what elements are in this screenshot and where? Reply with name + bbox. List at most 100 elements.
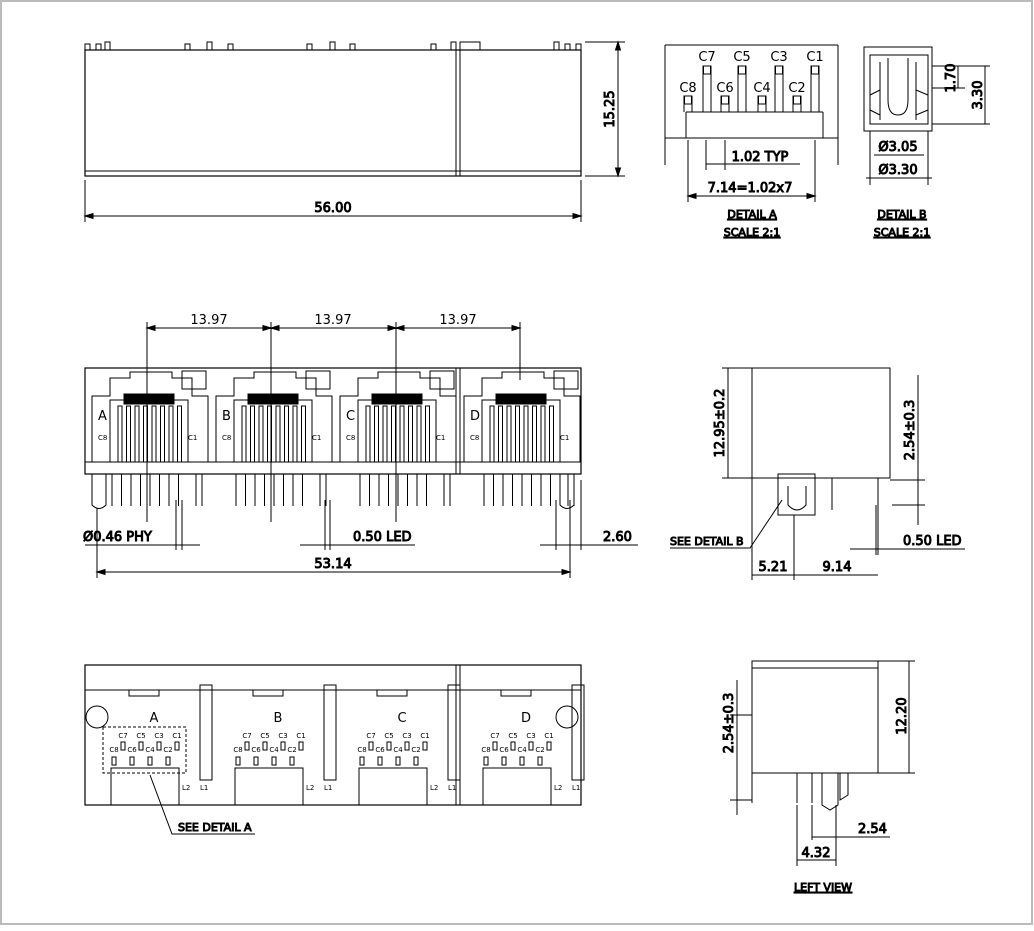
bottom-tab	[252, 690, 284, 697]
brand-band	[495, 393, 547, 405]
edge-offset-label: 2.60	[603, 530, 632, 545]
pin-pitch-label: 1.02 TYP	[732, 150, 789, 165]
led-pin-label: L1	[572, 784, 580, 792]
bottom-pin	[165, 756, 171, 766]
bottom-divider	[199, 684, 213, 781]
bottom-tab	[376, 690, 408, 697]
front-contact	[151, 405, 157, 463]
port-letter: C	[397, 711, 406, 726]
brand-label: CHN-TECH	[255, 397, 291, 405]
pitch-label: 13.97	[190, 313, 227, 328]
detail-a-pin-label: C2	[788, 81, 805, 96]
detail-a-pin-label: C8	[679, 81, 696, 96]
bottom-divider	[447, 684, 461, 781]
bottom-pin	[129, 756, 135, 766]
pin-end-label: C8	[222, 434, 231, 442]
bottom-pin	[377, 756, 383, 766]
front-contact	[117, 405, 123, 463]
bottom-pin	[271, 756, 277, 766]
bottom-divider	[323, 684, 337, 781]
bottom-pin-label: C5	[384, 732, 393, 740]
bottom-pin-label: C1	[296, 732, 305, 740]
front-contact	[532, 405, 537, 463]
port-letter: B	[274, 711, 283, 726]
led-window	[181, 370, 207, 390]
detail-a-pin-tip	[758, 95, 766, 105]
bottom-pin-label: C4	[517, 746, 527, 754]
bottom-pin	[147, 756, 153, 766]
front-contact	[391, 405, 396, 463]
front-contact	[250, 405, 255, 463]
bottom-pin	[528, 741, 534, 751]
bottom-pin-label: C8	[233, 746, 242, 754]
detail-a-scale: SCALE 2:1	[724, 226, 780, 239]
side-height-label: 12.95±0.2	[713, 389, 728, 458]
bottom-pin	[510, 741, 516, 751]
detail-a-pin-tip	[811, 65, 819, 75]
port-letter: B	[222, 409, 231, 424]
front-contact	[241, 405, 247, 463]
bottom-pin	[235, 756, 241, 766]
left-dim2-label: 2.54	[858, 822, 887, 837]
pin-end-label: C1	[436, 434, 445, 442]
top-width-label: 56.00	[314, 201, 351, 216]
front-contact	[275, 405, 281, 463]
bottom-pin-label: C6	[251, 746, 261, 754]
bottom-pin	[138, 741, 144, 751]
front-contact	[425, 405, 430, 463]
left-dim1-label: 4.32	[802, 846, 831, 861]
bottom-pin-label: C8	[109, 746, 118, 754]
detail-a-pin-label: C4	[753, 81, 770, 96]
bottom-pin-label: C4	[393, 746, 403, 754]
front-contact	[374, 405, 379, 463]
bottom-latch	[110, 767, 180, 806]
port-letter: D	[521, 711, 531, 726]
bottom-latch	[482, 767, 552, 806]
detail-a-pin-label: C1	[806, 50, 823, 65]
port-letter: A	[98, 409, 107, 424]
bottom-pin-label: C7	[366, 732, 375, 740]
bottom-pin-label: C2	[163, 746, 172, 754]
detail-a-pin-tip	[684, 95, 692, 105]
bottom-pin	[386, 741, 392, 751]
bottom-pin-label: C7	[242, 732, 251, 740]
bottom-pin	[368, 741, 374, 751]
bottom-pin-label: C3	[526, 732, 535, 740]
front-contact	[498, 405, 503, 463]
front-port-outline	[215, 371, 333, 462]
led-pin-label: L2	[306, 784, 314, 792]
bottom-pin	[422, 741, 428, 751]
bottom-pin	[280, 741, 286, 751]
bottom-pin-label: C1	[544, 732, 553, 740]
front-contact	[399, 405, 405, 463]
front-port-outline	[91, 371, 209, 462]
front-contact	[523, 405, 529, 463]
brand-label: CHN-TECH	[503, 397, 539, 405]
bottom-pin-label: C2	[535, 746, 544, 754]
bottom-pin-label: C5	[260, 732, 269, 740]
front-contact	[408, 405, 413, 463]
detail-b-dia2: Ø3.30	[878, 163, 917, 178]
led-window	[553, 370, 579, 390]
detail-b-dim1: 1.70	[944, 64, 959, 93]
left-pin-label: 2.54±0.3	[722, 693, 737, 754]
pin-end-label: C1	[312, 434, 321, 442]
bottom-pin-label: C3	[402, 732, 411, 740]
detail-a-pin-label: C3	[770, 50, 787, 65]
brand-band	[123, 393, 175, 405]
bottom-pin	[174, 741, 180, 751]
bottom-pin	[519, 756, 525, 766]
bottom-pin	[244, 741, 250, 751]
front-port-outline	[463, 371, 581, 462]
bottom-pin-label: C8	[481, 746, 490, 754]
side-pin-label: 2.54±0.3	[903, 400, 918, 461]
front-port-outline	[339, 371, 457, 462]
front-contact	[292, 405, 298, 463]
bottom-pin-label: C2	[287, 746, 296, 754]
bottom-pin	[395, 756, 401, 766]
front-port: CHN-TECH B C8 C1	[215, 370, 333, 506]
